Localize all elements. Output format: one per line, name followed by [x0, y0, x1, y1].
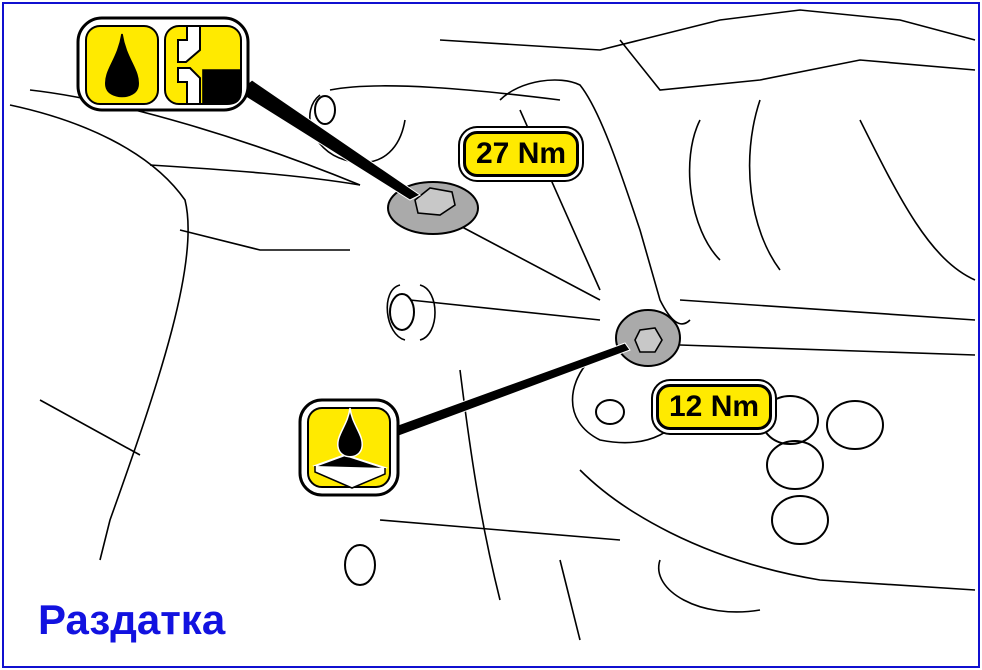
oil-level-check-icon	[76, 16, 250, 112]
diagram-caption: Раздатка	[38, 596, 226, 643]
torque-label-lower: 12 Nm	[656, 384, 773, 430]
torque-label-upper: 27 Nm	[463, 131, 580, 177]
lower-fill-plug	[615, 309, 681, 367]
plugs	[314, 95, 884, 586]
leader-lines	[237, 79, 631, 438]
sealant-icon	[298, 398, 400, 497]
